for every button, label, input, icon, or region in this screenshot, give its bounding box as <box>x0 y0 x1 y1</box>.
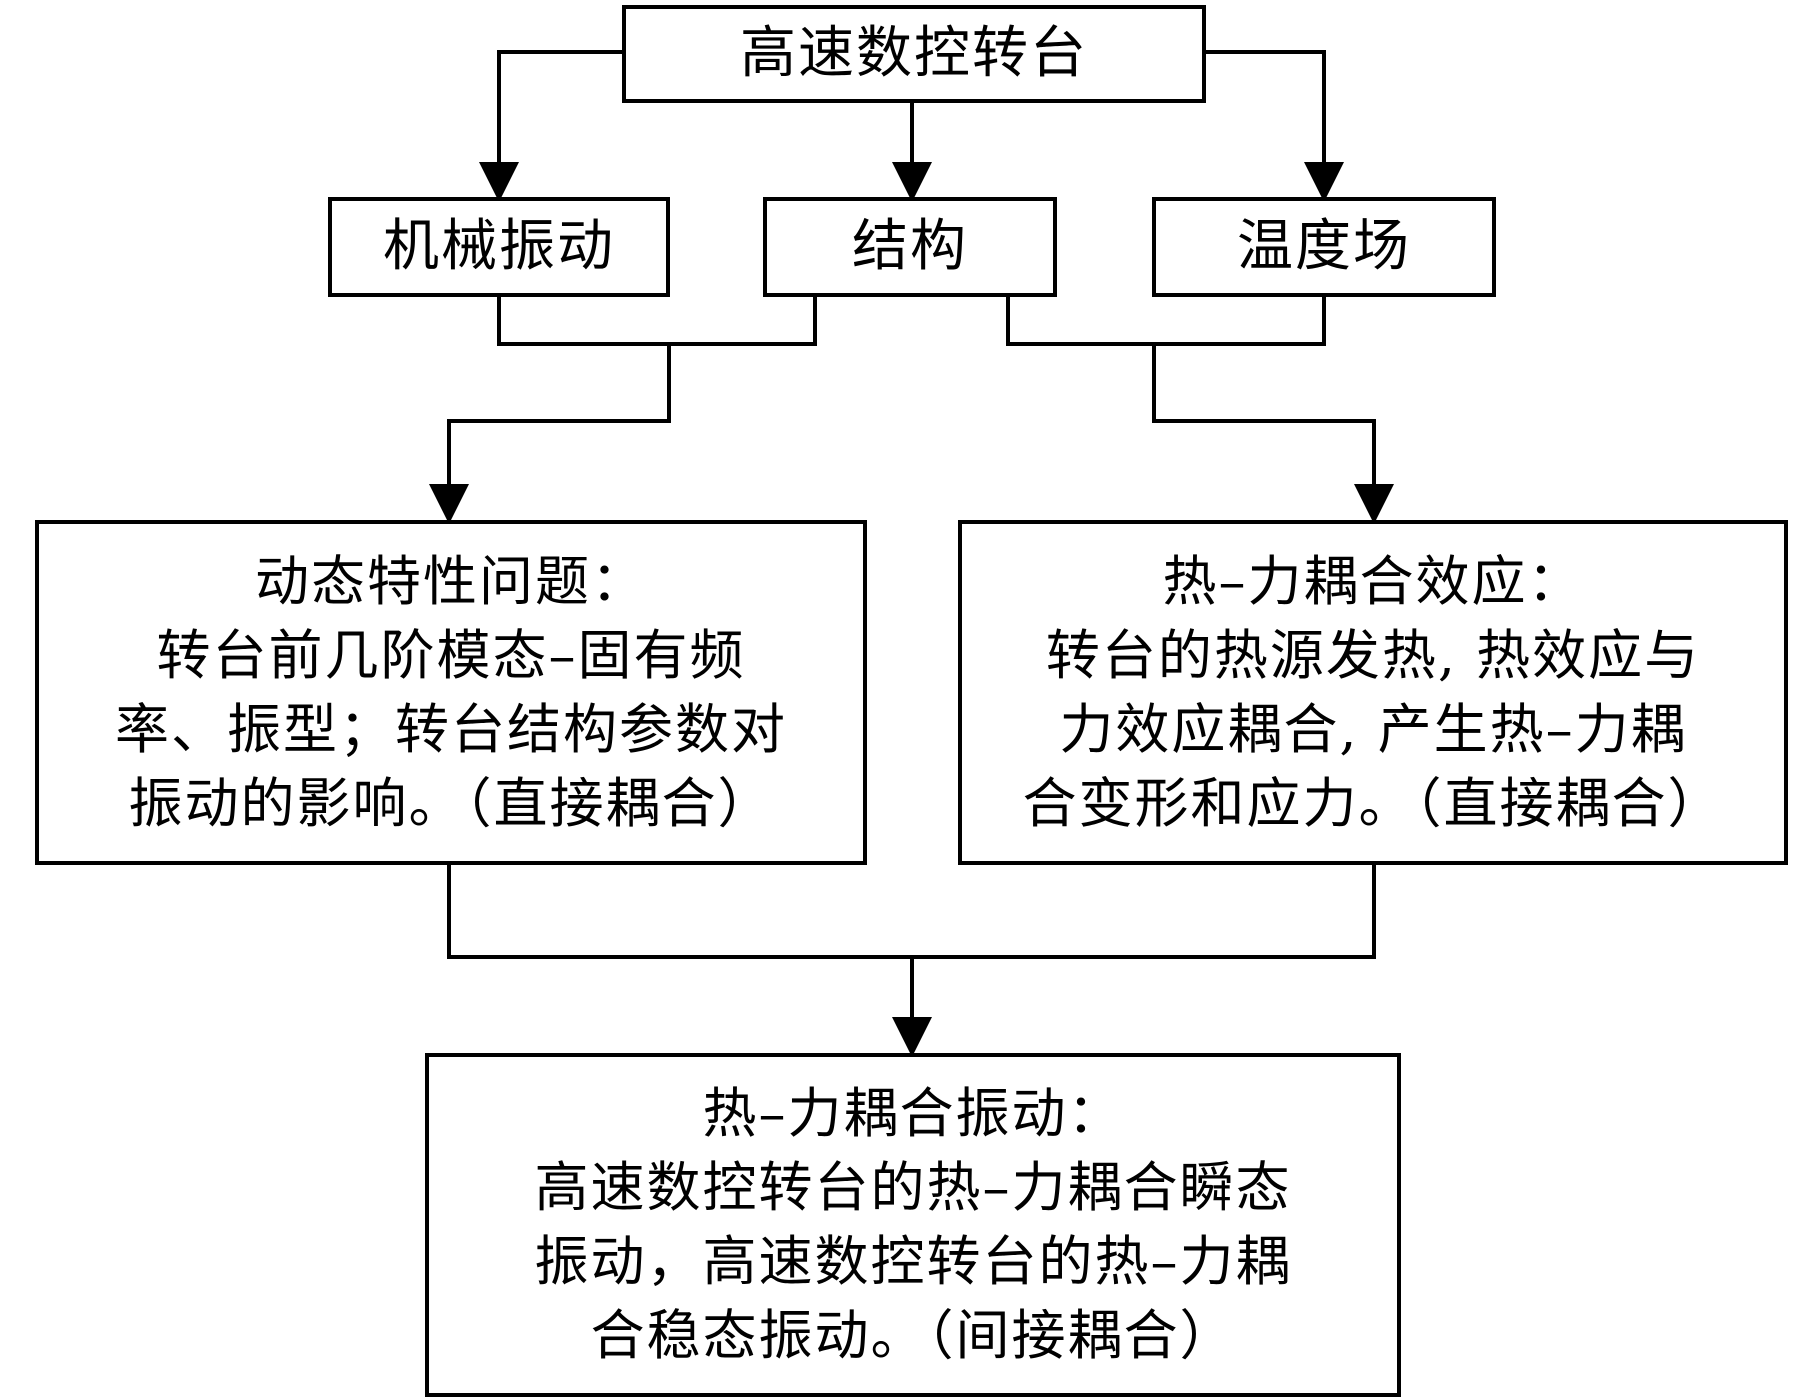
node-text-line: 合变形和应力。（直接耦合） <box>1022 771 1724 835</box>
node-label: 机械振动 <box>383 214 615 279</box>
node-text-line: 振动，高速数控转台的热–力耦 <box>534 1230 1292 1293</box>
node-label: 温度场 <box>1237 214 1411 279</box>
node-text-line: 转台前几阶模态–固有频 <box>156 623 746 687</box>
node-text-line: 转台的热源发热, 热效应与 <box>1045 623 1701 687</box>
node-high-speed-cnc-turntable: 高速数控转台 <box>622 5 1206 103</box>
node-text-line: 高速数控转台的热–力耦合瞬态 <box>534 1156 1292 1219</box>
node-title: 热–力耦合效应： <box>1162 549 1584 613</box>
node-text-line: 振动的影响。（直接耦合） <box>128 771 774 835</box>
arrow-top-to-temperature <box>1206 50 1344 202</box>
node-mechanical-vibration: 机械振动 <box>328 197 670 297</box>
node-label: 高速数控转台 <box>740 21 1088 86</box>
node-temperature-field: 温度场 <box>1152 197 1496 297</box>
node-thermal-mechanical-coupled-vibration: 热–力耦合振动： 高速数控转台的热–力耦合瞬态 振动，高速数控转台的热–力耦 合… <box>425 1053 1401 1397</box>
node-dynamic-characteristics: 动态特性问题： 转台前几阶模态–固有频 率、振型；转台结构参数对 振动的影响。（… <box>35 520 867 865</box>
connector-structure-temperature <box>1006 297 1326 346</box>
connector-dynamic-thermal <box>447 865 1376 959</box>
node-structure: 结构 <box>763 197 1057 297</box>
node-title: 热–力耦合振动： <box>702 1082 1124 1145</box>
arrow-top-to-mechanical <box>479 50 622 202</box>
node-text-line: 力效应耦合, 产生热–力耦 <box>1059 697 1687 761</box>
arrow-merge-to-thermal <box>1152 344 1394 524</box>
node-title: 动态特性问题： <box>255 549 647 613</box>
node-thermal-mechanical-coupling-effect: 热–力耦合效应： 转台的热源发热, 热效应与 力效应耦合, 产生热–力耦 合变形… <box>958 520 1788 865</box>
arrow-merge-to-dynamic <box>429 344 671 524</box>
node-text-line: 率、振型；转台结构参数对 <box>115 697 787 761</box>
connector-mechanical-down <box>497 297 817 346</box>
node-text-line: 合稳态振动。（间接耦合） <box>590 1304 1236 1367</box>
node-label: 结构 <box>852 214 968 279</box>
